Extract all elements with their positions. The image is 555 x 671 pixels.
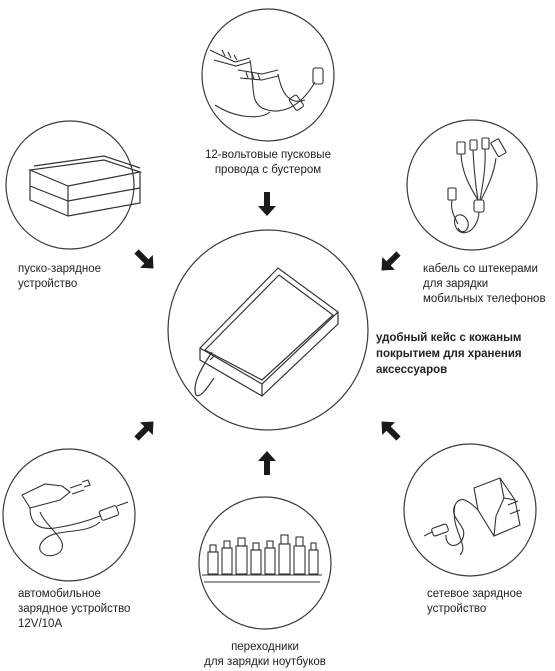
label-line: для зарядки — [423, 278, 489, 290]
circle-laptop-adapters — [198, 496, 332, 630]
jump-starter-icon — [27, 155, 143, 217]
arrow-down-right — [134, 249, 154, 269]
circle-case — [167, 229, 369, 431]
circle-car-charger — [2, 448, 136, 582]
jumper-cables-icon — [209, 49, 324, 118]
label-line: мобильных телефонов — [423, 293, 546, 305]
arrow-up — [258, 451, 276, 475]
circle-jump-starter — [5, 120, 135, 250]
arrow-up-right — [134, 421, 154, 441]
label-line: покрытием для хранения — [376, 348, 522, 360]
label-laptop-adapters: переходники для зарядки ноутбуков — [190, 640, 340, 670]
arrow-down-left — [381, 251, 401, 271]
circle-phone-cable — [406, 119, 538, 251]
wall-charger-icon — [423, 477, 521, 556]
label-line: кабель со штекерами — [423, 263, 538, 275]
label-line: пуско-зарядное — [18, 263, 101, 275]
laptop-adapters-icon — [202, 534, 322, 583]
label-wall-charger: сетевое зарядное устройство — [427, 587, 522, 617]
case-icon — [194, 267, 339, 397]
circle-wall-charger — [403, 443, 537, 577]
label-line: 12V/10A — [18, 618, 63, 630]
label-line: удобный кейс с кожаным — [376, 332, 522, 344]
label-jump-starter: пуско-зарядное устройство — [18, 262, 101, 292]
label-case: удобный кейс с кожаным покрытием для хра… — [376, 330, 522, 378]
phone-cable-icon — [447, 137, 507, 234]
label-line: переходники — [231, 641, 299, 653]
label-line: устройство — [18, 278, 78, 290]
arrow-down — [258, 192, 276, 216]
label-line: сетевое зарядное — [427, 588, 523, 600]
label-car-charger: автомобильное зарядное устройство 12V/10… — [18, 587, 130, 632]
car-charger-icon — [21, 479, 129, 557]
label-line: автомобильное — [18, 588, 101, 600]
label-line: 12-вольтовые пусковые — [205, 149, 331, 161]
label-line: зарядное устройство — [18, 603, 131, 615]
label-line: аксессуаров — [376, 364, 448, 376]
label-jumper-cables: 12-вольтовые пусковые провода с бустером — [188, 148, 348, 178]
label-phone-cable: кабель со штекерами для зарядки мобильны… — [423, 262, 546, 307]
label-line: для зарядки ноутбуков — [204, 656, 326, 668]
circle-jumper-cables — [201, 8, 335, 142]
label-line: устройство — [427, 603, 487, 615]
label-line: провода с бустером — [214, 164, 322, 176]
arrow-icon — [134, 192, 401, 475]
arrow-up-left — [381, 421, 401, 441]
